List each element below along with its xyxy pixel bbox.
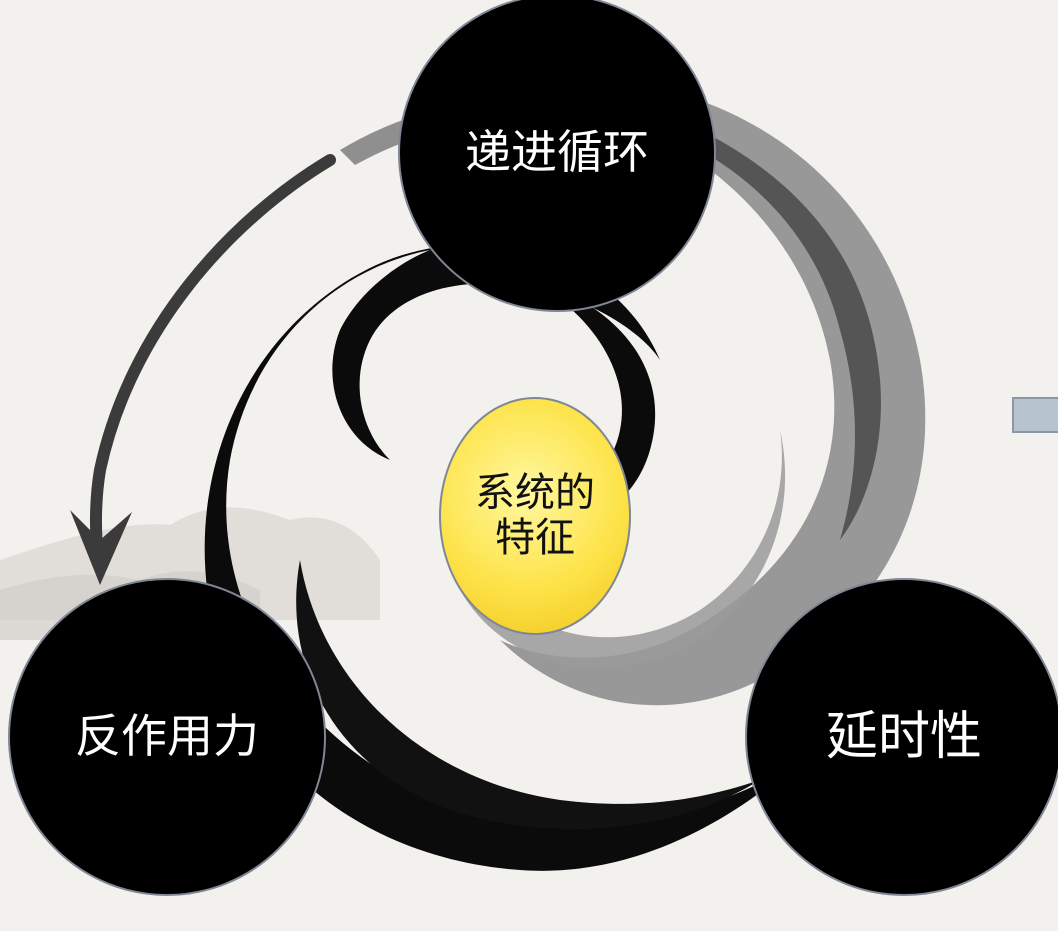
curved-arrow-head <box>70 510 132 585</box>
node-top: 递进循环 <box>398 0 716 312</box>
gray-ink-inner <box>460 430 786 668</box>
node-center: 系统的 特征 <box>439 397 631 635</box>
node-top-label: 递进循环 <box>465 125 649 180</box>
curved-arrow-shaft <box>89 154 336 566</box>
gray-ink-streak <box>700 130 881 540</box>
node-left: 反作用力 <box>8 578 326 896</box>
node-center-label: 系统的 特征 <box>475 470 595 561</box>
black-ink-swirl <box>204 245 810 871</box>
node-left-label: 反作用力 <box>75 709 259 764</box>
black-ink-lower <box>296 560 760 830</box>
node-right-label: 延时性 <box>825 706 982 767</box>
node-right: 延时性 <box>745 578 1058 896</box>
side-rectangle <box>1012 397 1058 433</box>
